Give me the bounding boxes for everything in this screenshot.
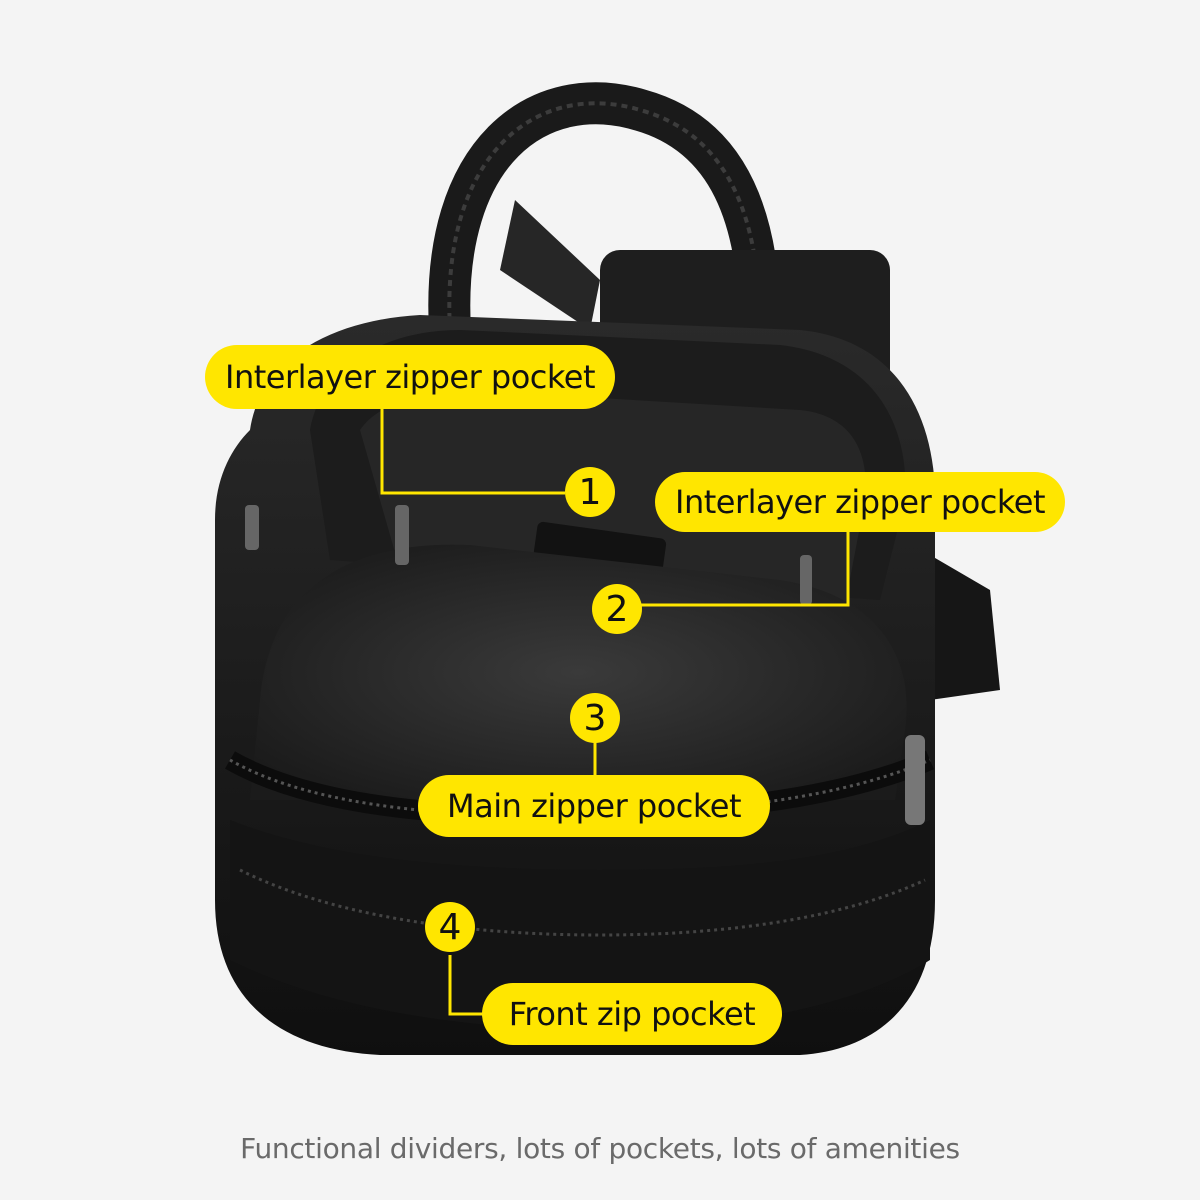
label-interlayer-pocket-2: Interlayer zipper pocket xyxy=(655,472,1065,532)
zipper-pull xyxy=(905,735,925,825)
leader-lines xyxy=(380,405,850,1016)
badge-1: 1 xyxy=(565,467,615,517)
badge-3: 3 xyxy=(570,693,620,743)
label-interlayer-pocket-1: Interlayer zipper pocket xyxy=(205,345,615,409)
front-pocket xyxy=(230,820,930,1030)
label-front-zip-pocket: Front zip pocket xyxy=(482,983,782,1045)
caption: Functional dividers, lots of pockets, lo… xyxy=(240,1132,960,1165)
main-compartment xyxy=(250,544,907,800)
badge-4: 4 xyxy=(425,902,475,952)
label-main-zipper-pocket: Main zipper pocket xyxy=(418,775,770,837)
badge-2: 2 xyxy=(592,584,642,634)
